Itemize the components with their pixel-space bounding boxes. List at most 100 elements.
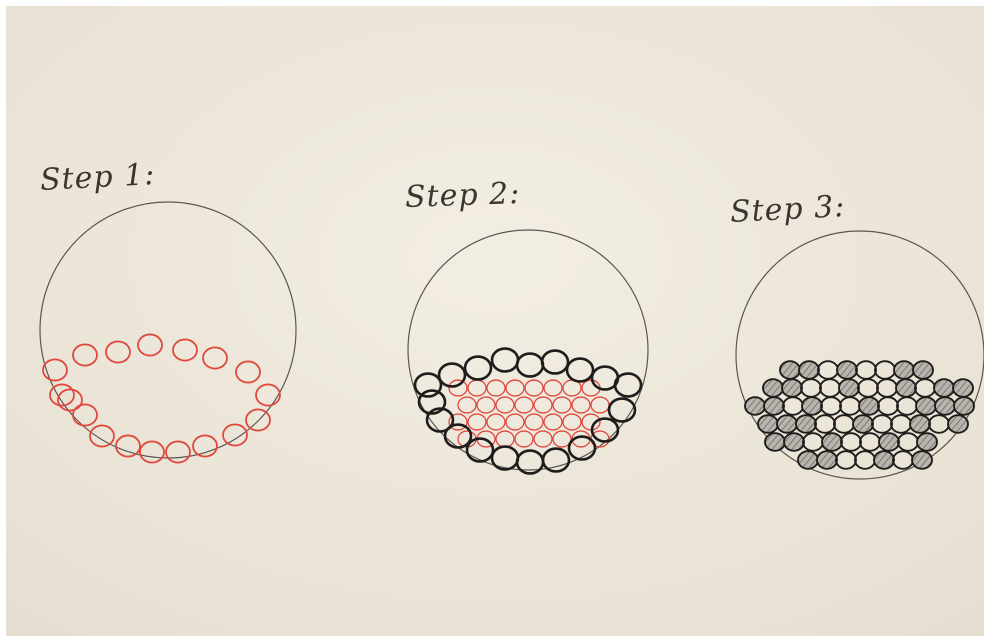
- red-pebble: [105, 340, 131, 364]
- red-pebble: [562, 413, 582, 431]
- black-pebble: [463, 355, 493, 381]
- red-pebble: [524, 379, 544, 397]
- shaded-pebble: [852, 414, 874, 434]
- black-pebble: [567, 435, 597, 461]
- black-pebble: [590, 417, 620, 443]
- shaded-pebble: [781, 378, 803, 398]
- black-pebble: [490, 445, 520, 471]
- red-pebble: [514, 430, 534, 448]
- red-pebble: [255, 383, 281, 407]
- shaded-pebble: [821, 432, 843, 452]
- red-pebble: [49, 383, 75, 407]
- black-pebble: [613, 372, 643, 398]
- red-pebble: [72, 343, 98, 367]
- black-pebble: [540, 349, 570, 375]
- shaded-pebble: [797, 450, 819, 470]
- shaded-pebble: [858, 396, 880, 416]
- shaded-pebble: [783, 432, 805, 452]
- red-pebble: [42, 358, 68, 382]
- shaded-pebble: [878, 432, 900, 452]
- shaded-pebble: [934, 396, 956, 416]
- red-pebble: [457, 396, 477, 414]
- red-pebble: [505, 413, 525, 431]
- shaded-pebble: [915, 396, 937, 416]
- red-pebble: [89, 424, 115, 448]
- black-pebble: [425, 407, 455, 433]
- red-pebble: [486, 379, 506, 397]
- shaded-pebble: [952, 378, 974, 398]
- shaded-pebble: [836, 360, 858, 380]
- shaded-pebble: [893, 360, 915, 380]
- red-pebble: [235, 360, 261, 384]
- black-pebble: [465, 437, 495, 463]
- red-pebble: [543, 379, 563, 397]
- step-2-label: Step 2:: [404, 175, 521, 216]
- black-pebble: [413, 372, 443, 398]
- red-pebble: [139, 440, 165, 464]
- red-pebble: [72, 403, 98, 427]
- outline-pebble: [814, 414, 836, 434]
- shaded-pebble: [795, 414, 817, 434]
- red-pebble: [533, 430, 553, 448]
- red-pebble: [467, 413, 487, 431]
- red-pebble: [448, 413, 468, 431]
- step-3-shaded-pebbles: [744, 360, 975, 470]
- red-pebble: [192, 434, 218, 458]
- shaded-pebble: [779, 360, 801, 380]
- shaded-pebble: [776, 414, 798, 434]
- shaded-pebble: [873, 450, 895, 470]
- shaded-pebble: [911, 450, 933, 470]
- red-pebble: [486, 413, 506, 431]
- red-pebble: [172, 338, 198, 362]
- shaded-pebble: [744, 396, 766, 416]
- step-2-black-pebbles: [413, 347, 643, 475]
- shaded-pebble: [912, 360, 934, 380]
- black-pebble: [437, 362, 467, 388]
- outline-pebble: [835, 450, 857, 470]
- red-pebble: [245, 408, 271, 432]
- red-pebble: [514, 396, 534, 414]
- shaded-pebble: [953, 396, 975, 416]
- outline-pebble: [820, 396, 842, 416]
- red-pebble: [222, 423, 248, 447]
- red-pebble: [533, 396, 553, 414]
- red-pebble: [571, 396, 591, 414]
- shaded-pebble: [916, 432, 938, 452]
- step-3-label: Step 3:: [729, 189, 847, 230]
- outline-pebble: [877, 396, 899, 416]
- red-pebble: [202, 346, 228, 370]
- circle-step-3: [735, 230, 984, 480]
- red-pebble: [57, 388, 83, 412]
- outline-pebble: [840, 432, 862, 452]
- red-pebble: [505, 379, 525, 397]
- shaded-pebble: [801, 396, 823, 416]
- shaded-pebble: [947, 414, 969, 434]
- paper-sheet: [6, 6, 984, 636]
- shaded-pebble: [762, 378, 784, 398]
- red-pebble: [476, 396, 496, 414]
- shaded-pebble: [909, 414, 931, 434]
- black-pebble: [443, 423, 473, 449]
- black-pebble: [417, 389, 447, 415]
- red-pebble: [543, 413, 563, 431]
- red-pebble: [137, 333, 163, 357]
- step-1-red-pebble-ring: [42, 333, 281, 464]
- outline-pebble: [871, 414, 893, 434]
- black-pebble: [565, 357, 595, 383]
- red-pebble: [115, 434, 141, 458]
- shaded-pebble: [838, 378, 860, 398]
- red-pebble: [165, 440, 191, 464]
- red-pebble: [552, 430, 572, 448]
- red-pebble: [448, 379, 468, 397]
- shaded-pebble: [816, 450, 838, 470]
- red-pebble: [495, 396, 515, 414]
- red-pebble: [552, 396, 572, 414]
- black-pebble: [607, 397, 637, 423]
- shaded-pebble: [895, 378, 917, 398]
- step-1-label: Step 1:: [39, 157, 157, 198]
- shaded-pebble: [757, 414, 779, 434]
- shaded-pebble: [763, 396, 785, 416]
- shaded-pebble: [798, 360, 820, 380]
